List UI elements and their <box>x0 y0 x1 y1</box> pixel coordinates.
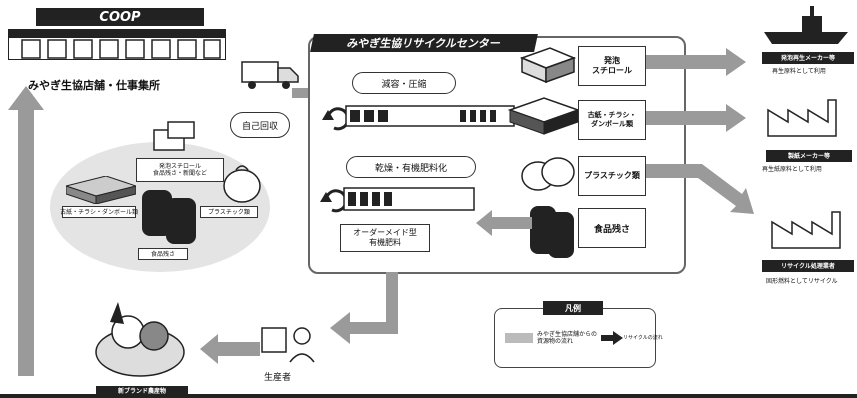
foam-block-icon <box>520 47 576 84</box>
plastic-bag-icon <box>223 165 261 203</box>
ship-icon <box>764 6 848 44</box>
output-foam: 発泡 スチロール <box>578 46 646 86</box>
truck-icon <box>241 61 299 89</box>
arrow-to-farm <box>330 272 398 344</box>
dest-foam-note: 再生原料として利用 <box>772 68 826 75</box>
factory-icon <box>771 211 841 249</box>
legend-box: 凡例 みやぎ生協店舗からの 資源物の流れ リサイクルの流れ <box>494 301 663 368</box>
collected-item-label-paper: 古紙・チラシ・ダンボール類 <box>60 206 138 218</box>
compost-facility-icon <box>320 187 475 213</box>
plastic-bags-icon <box>521 157 575 191</box>
output-paper: 古紙・チラシ・ ダンボール類 <box>578 100 646 140</box>
legend-swatch-flow <box>505 333 533 343</box>
produce-basket-icon <box>95 302 185 377</box>
paper-bundle-icon <box>508 97 580 135</box>
coop-sign: COOP <box>36 8 204 26</box>
legend-arrow-icon <box>601 331 623 345</box>
dest-paper-note: 再生紙原料として利用 <box>762 166 822 173</box>
self-collection-label: 自己回収 <box>230 112 290 138</box>
paper-stack-icon <box>66 176 136 204</box>
arrow-to-paper-maker <box>646 104 746 132</box>
stage-dry-compost-label: 乾燥・有機肥料化 <box>346 156 476 178</box>
loop-arrow-up <box>8 86 44 376</box>
legend-item-flow: みやぎ生協店舗からの 資源物の流れ <box>537 331 598 345</box>
factory-icon <box>767 99 837 137</box>
collected-box-label: 発泡スチロール 食品残さ・新聞など <box>136 158 224 182</box>
arrow-to-recycler <box>646 164 754 214</box>
dest-recycler: リサイクル処理業者 <box>762 260 854 272</box>
stage-compress-label: 減容・圧縮 <box>352 72 456 94</box>
dest-recycler-note: 固形燃料としてリサイクル <box>766 278 838 285</box>
legend-item-recycle: リサイクルの流れ <box>623 335 663 341</box>
center-title: みやぎ生協リサイクルセンター <box>310 34 538 52</box>
collected-item-label-food: 食品残さ <box>138 248 188 260</box>
farmer-icon <box>261 327 315 363</box>
dest-paper-maker: 製紙メーカー等 <box>766 150 852 162</box>
order-made-fertilizer-label: オーダーメイド型 有機肥料 <box>340 224 430 252</box>
compress-facility-icon <box>322 105 515 131</box>
output-food: 食品残さ <box>578 208 646 248</box>
legend-title: 凡例 <box>543 301 603 315</box>
store-caption: みやぎ生協店舗・仕事集所 <box>28 79 160 92</box>
barrel-icon <box>166 198 196 244</box>
collected-item-label-plastic: プラスチック類 <box>200 206 258 218</box>
arrow-to-produce <box>200 334 260 364</box>
bottom-border <box>0 394 857 398</box>
boxes-icon <box>153 121 195 151</box>
arrow-to-compost <box>476 210 532 236</box>
farm-label: 生産者 <box>264 373 292 383</box>
output-plastic: プラスチック類 <box>578 156 646 196</box>
store-facade-icon <box>8 29 226 60</box>
barrel-icon <box>548 212 574 258</box>
produce-label: 新ブランド農産物 <box>96 386 188 397</box>
dest-foam-maker: 発泡再生メーカー等 <box>762 52 854 64</box>
store-building: COOP <box>8 8 226 60</box>
arrow-to-foam-maker <box>646 48 746 76</box>
